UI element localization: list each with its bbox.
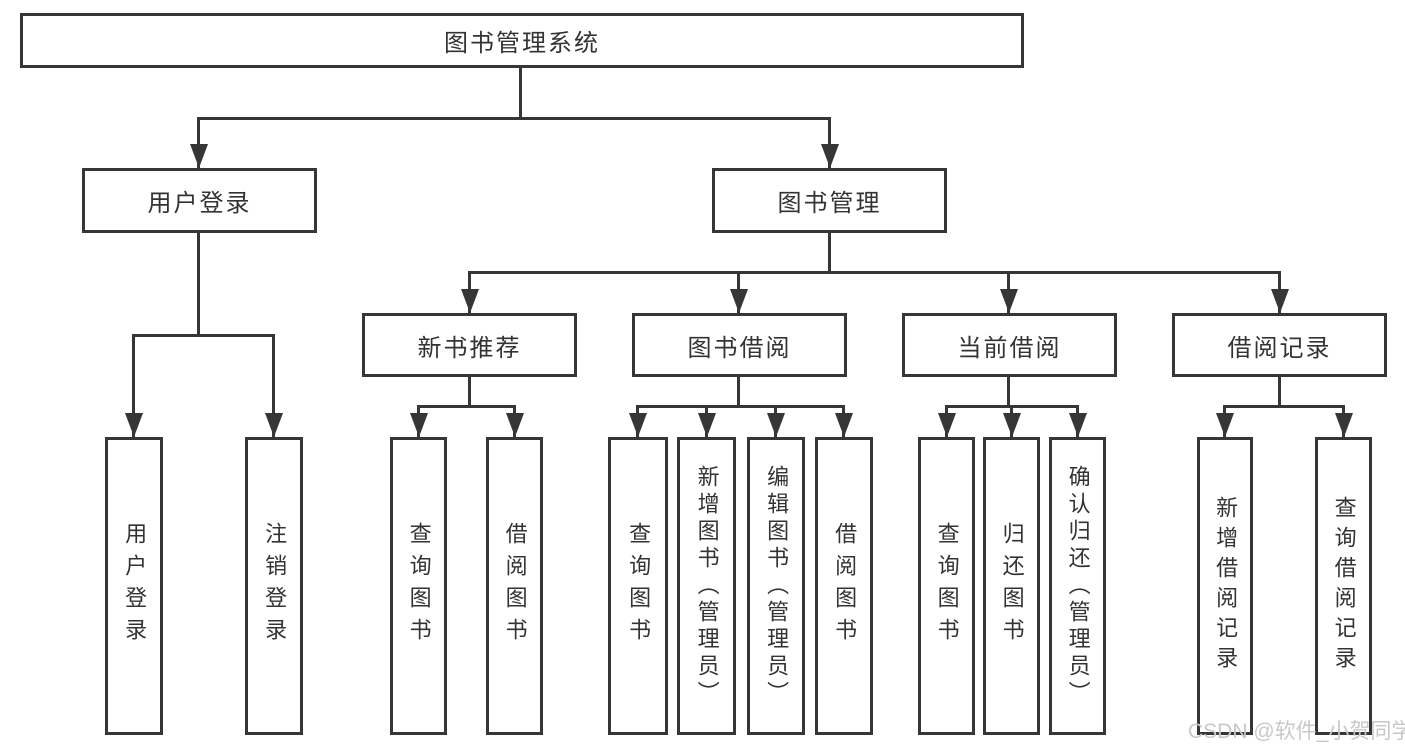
leaf-bb-add-book-admin: 新增图书（管理员） — [677, 437, 736, 735]
node-current-borrow: 当前借阅 — [902, 313, 1117, 377]
leaf-user-login-label: 用户登录 — [122, 522, 148, 650]
arrow-to-cb-return — [1010, 405, 1013, 437]
connector-borrow-record-stub — [1278, 377, 1281, 408]
leaf-bb-edit-book-admin: 编辑图书（管理员） — [747, 437, 805, 735]
leaf-bb-query-book: 查询图书 — [608, 437, 668, 735]
node-borrow-record: 借阅记录 — [1172, 313, 1387, 377]
leaf-br-query-record: 查询借阅记录 — [1315, 437, 1372, 735]
leaf-cb-query-book: 查询图书 — [918, 437, 975, 735]
leaf-logout: 注销登录 — [245, 437, 303, 735]
leaf-bb-borrow-book-label: 借阅图书 — [832, 522, 858, 650]
arrow-to-bb-edit — [774, 405, 777, 437]
leaf-nb-borrow-book-label: 借阅图书 — [502, 522, 528, 650]
connector-current-borrow-stub — [1007, 377, 1010, 408]
node-root: 图书管理系统 — [20, 13, 1024, 68]
connector-level2-hline — [197, 117, 831, 120]
arrow-to-bb-borrow — [842, 405, 845, 437]
connector-new-book-stub — [468, 377, 471, 408]
leaf-bb-edit-book-admin-label: 编辑图书（管理员） — [764, 464, 790, 708]
node-book-borrow: 图书借阅 — [632, 313, 847, 377]
arrow-to-nb-query — [417, 405, 420, 437]
arrow-to-borrow-record — [1278, 271, 1281, 313]
leaf-logout-label: 注销登录 — [262, 522, 288, 650]
connector-borrow-record-hline — [1223, 405, 1345, 408]
node-new-book-rec: 新书推荐 — [362, 313, 577, 377]
connector-book-borrow-hline — [636, 405, 845, 408]
leaf-br-add-record-label: 新增借阅记录 — [1213, 496, 1239, 676]
leaf-cb-confirm-return-admin-label: 确认归还（管理员） — [1065, 464, 1091, 708]
node-user-login: 用户登录 — [82, 168, 317, 233]
node-root-label: 图书管理系统 — [444, 30, 600, 57]
leaf-br-query-record-label: 查询借阅记录 — [1331, 496, 1357, 676]
leaf-nb-query-book: 查询图书 — [390, 437, 447, 735]
arrow-to-br-query — [1342, 405, 1345, 437]
leaf-nb-query-book-label: 查询图书 — [406, 522, 432, 650]
leaf-cb-query-book-label: 查询图书 — [934, 522, 960, 650]
node-current-borrow-label: 当前借阅 — [957, 334, 1062, 362]
leaf-bb-borrow-book: 借阅图书 — [815, 437, 873, 735]
connector-user-login-hline — [132, 334, 275, 337]
leaf-cb-confirm-return-admin: 确认归还（管理员） — [1049, 437, 1106, 735]
leaf-cb-return-book-label: 归还图书 — [999, 522, 1025, 650]
leaf-bb-query-book-label: 查询图书 — [626, 522, 652, 650]
arrow-to-cb-confirm — [1076, 405, 1079, 437]
connector-user-login-stub — [197, 233, 200, 337]
arrow-to-new-book-rec — [468, 271, 471, 313]
leaf-bb-add-book-admin-label: 新增图书（管理员） — [694, 464, 720, 708]
arrow-to-br-add — [1223, 405, 1226, 437]
connector-book-mgmt-stub — [828, 233, 831, 274]
leaf-br-add-record: 新增借阅记录 — [1197, 437, 1253, 735]
leaf-user-login: 用户登录 — [105, 437, 163, 735]
arrow-to-leaf-logout — [272, 334, 275, 437]
connector-new-book-hline — [417, 405, 516, 408]
node-borrow-record-label: 借阅记录 — [1227, 334, 1332, 362]
arrow-to-leaf-user-login — [132, 334, 135, 437]
leaf-cb-return-book: 归还图书 — [983, 437, 1040, 735]
node-book-borrow-label: 图书借阅 — [687, 334, 792, 362]
arrow-to-book-borrow — [737, 271, 740, 313]
node-user-login-label: 用户登录 — [147, 190, 252, 217]
arrow-to-book-mgmt — [828, 117, 831, 168]
connector-root-stub — [519, 68, 522, 120]
connector-level3-hline — [468, 271, 1281, 274]
node-book-mgmt-label: 图书管理 — [777, 190, 882, 217]
arrow-to-bb-add — [705, 405, 708, 437]
leaf-nb-borrow-book: 借阅图书 — [486, 437, 543, 735]
csdn-watermark: CSDN @软件_小贺同学 — [1188, 720, 1405, 743]
arrow-to-current-borrow — [1007, 271, 1010, 313]
arrow-to-user-login — [197, 117, 200, 168]
arrow-to-nb-borrow — [513, 405, 516, 437]
arrow-to-bb-query — [636, 405, 639, 437]
node-book-mgmt: 图书管理 — [712, 168, 947, 233]
arrow-to-cb-query — [945, 405, 948, 437]
node-new-book-rec-label: 新书推荐 — [417, 334, 522, 362]
connector-book-borrow-stub — [737, 377, 740, 408]
